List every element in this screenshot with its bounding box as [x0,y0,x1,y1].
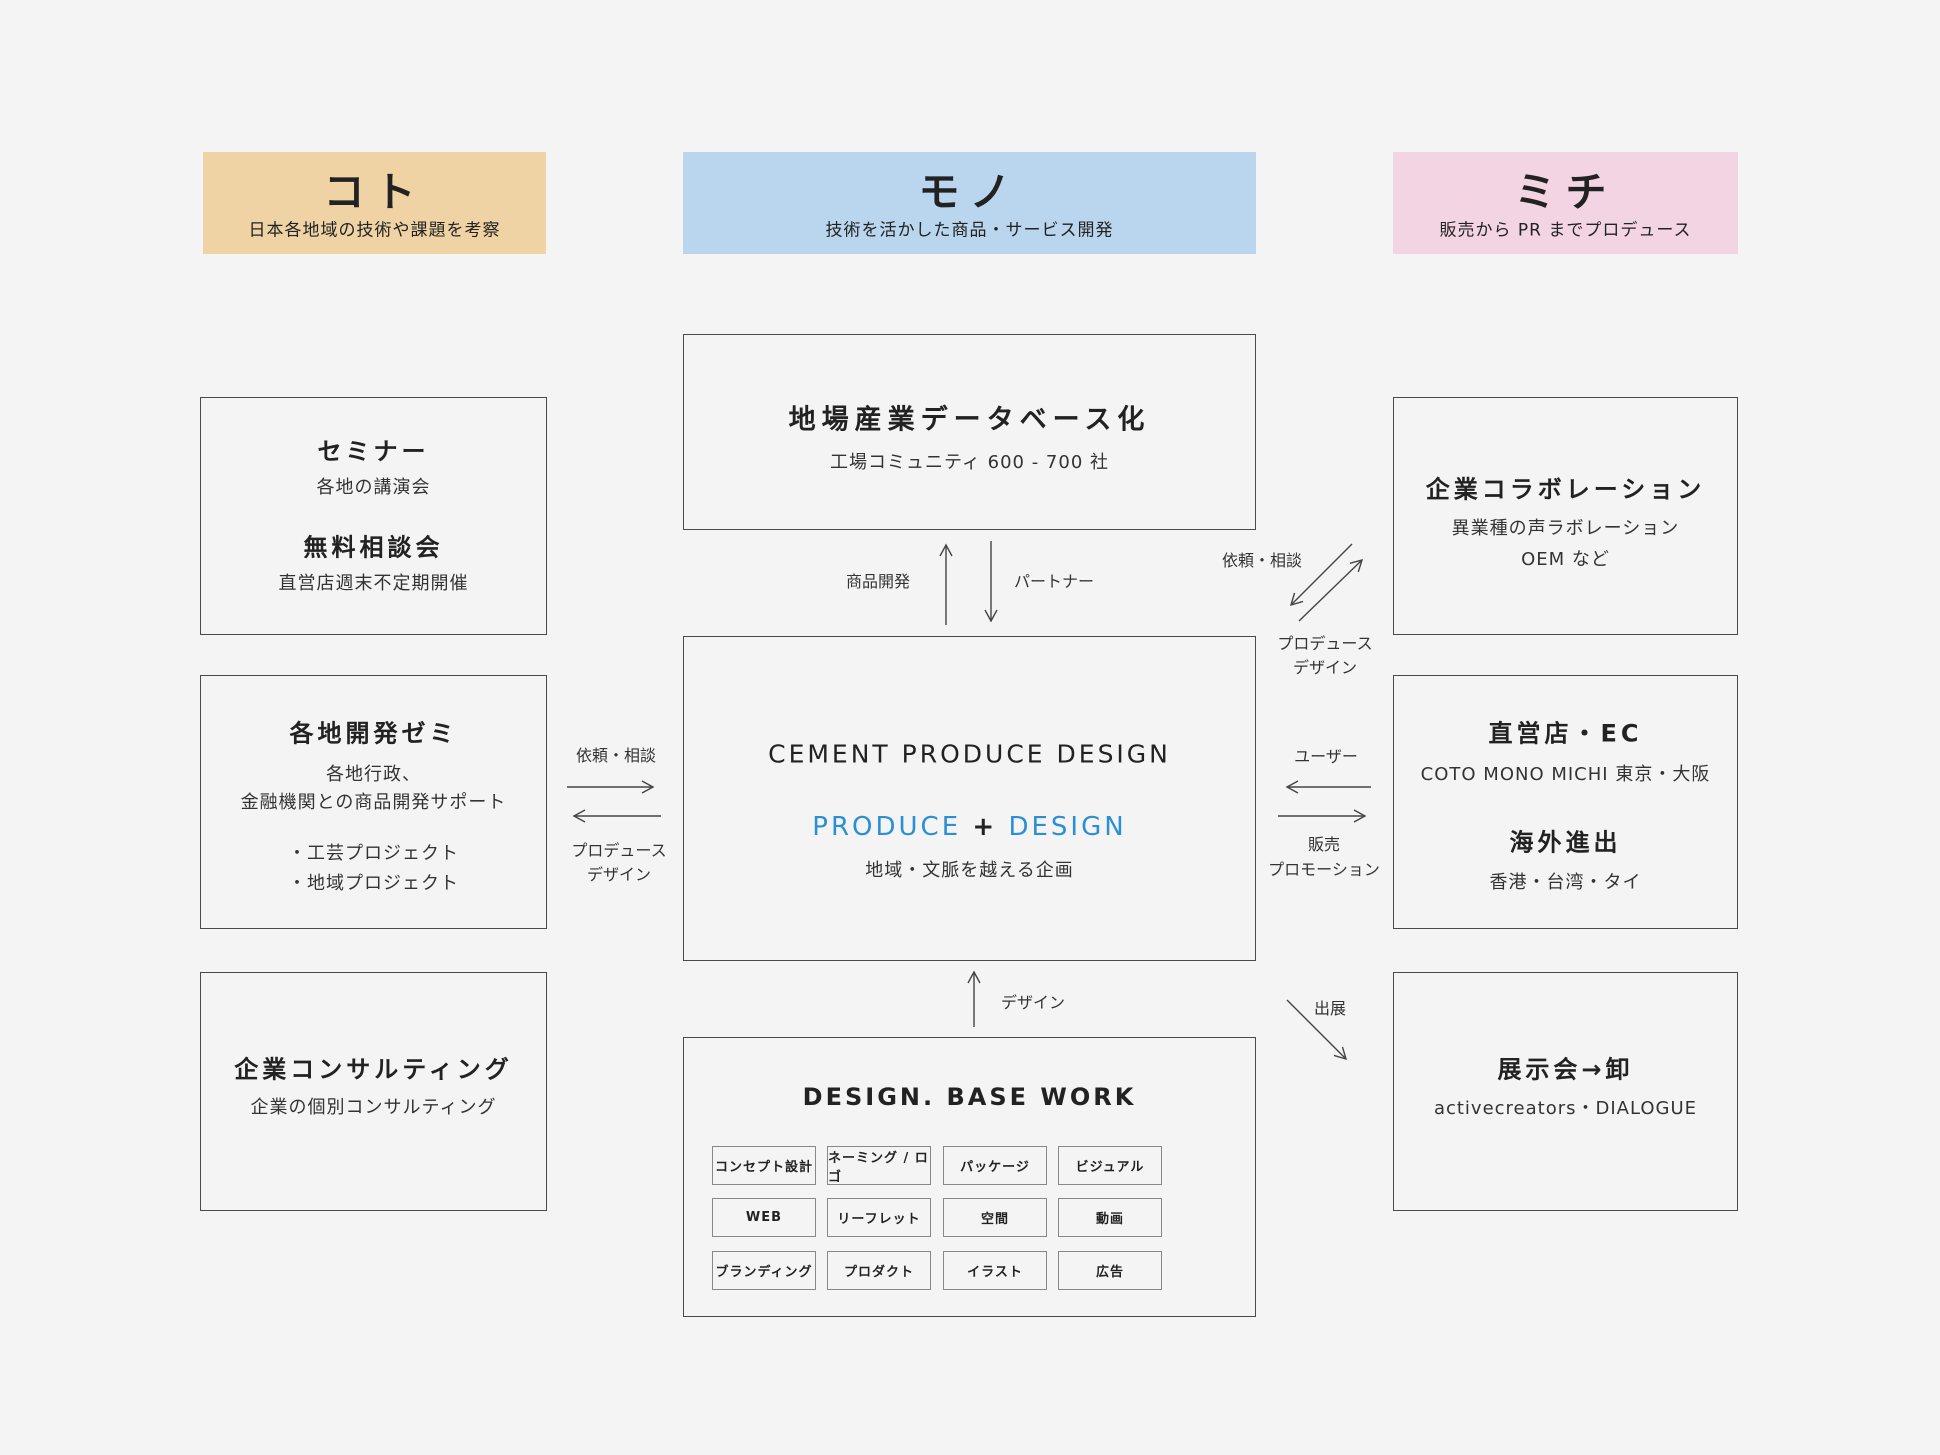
label-left-produce: プロデュース [571,841,667,860]
arrow-diag-exhibit [1286,999,1348,1061]
box-title: DESIGN. BASE WORK [802,1083,1137,1111]
header-title: ミチ [1514,168,1617,216]
collab-box: 企業コラボレーション 異業種の声ラボレーション OEM など [1393,397,1738,635]
produce-text: PRODUCE [812,812,962,842]
box-title: 企業コンサルティング [234,1055,513,1084]
label-right-design: デザイン [1292,658,1358,677]
box-subtitle: 直営店週末不定期開催 [278,573,469,594]
label-promotion: プロモーション [1268,860,1380,879]
header-title: コト [323,168,426,216]
box-subtitle: 香港・台湾・タイ [1489,872,1642,893]
box-title: 企業コラボレーション [1425,475,1706,504]
box-title: 地場産業データベース化 [788,404,1151,436]
box-subtitle: 異業種の声ラボレーション [1451,518,1680,539]
service-tile: ビジュアル [1058,1146,1162,1185]
box-subtitle: activecreators・DIALOGUE [1433,1098,1698,1119]
service-tile: WEB [712,1198,816,1237]
header-michi: ミチ 販売から PR までプロデュース [1393,152,1738,254]
produce-design-line: PRODUCE + DESIGN [684,812,1255,842]
box-subtitle: 工場コミュニティ 600 - 700 社 [829,452,1109,473]
header-subtitle: 技術を活かした商品・サービス開発 [825,220,1114,241]
service-tile: 空間 [943,1198,1047,1237]
label-user: ユーザー [1294,747,1358,766]
box-title: 無料相談会 [303,533,444,562]
box-subtitle: 各地の講演会 [316,477,431,498]
label-right-produce: プロデュース [1277,634,1373,653]
service-tile: 広告 [1058,1251,1162,1290]
seminar-box: セミナー 各地の講演会 無料相談会 直営店週末不定期開催 [200,397,547,635]
service-tile: ネーミング / ロゴ [827,1146,931,1185]
label-sales: 販売 [1307,835,1341,854]
box-title: 展示会→卸 [1497,1055,1634,1084]
service-tile: プロダクト [827,1251,931,1290]
service-tile: イラスト [943,1251,1047,1290]
exhibit-box: 展示会→卸 activecreators・DIALOGUE [1393,972,1738,1211]
header-title: モノ [918,168,1021,216]
label-right-request: 依頼・相談 [1221,551,1303,570]
box-list-item: ・工芸プロジェクト [288,843,459,864]
zemi-box: 各地開発ゼミ 各地行政、 金融機関との商品開発サポート ・工芸プロジェクト ・地… [200,675,547,929]
service-tile: コンセプト設計 [712,1146,816,1185]
store-box: 直営店・EC COTO MONO MICHI 東京・大阪 海外進出 香港・台湾・… [1393,675,1738,929]
box-subtitle: COTO MONO MICHI 東京・大阪 [1420,764,1711,785]
header-koto: コト 日本各地域の技術や課題を考察 [203,152,546,254]
database-box: 地場産業データベース化 工場コミュニティ 600 - 700 社 [683,334,1256,530]
service-tile: リーフレット [827,1198,931,1237]
service-tile: 動画 [1058,1198,1162,1237]
box-title: 海外進出 [1509,828,1622,857]
design-base-box: DESIGN. BASE WORK [683,1037,1256,1317]
plus-text: + [972,812,998,842]
cement-title: CEMENT PRODUCE DESIGN [768,739,1171,769]
cement-box: CEMENT PRODUCE DESIGN PRODUCE + DESIGN 地… [683,636,1256,961]
box-subtitle: 企業の個別コンサルティング [250,1097,497,1118]
label-product-dev: 商品開発 [845,572,911,591]
box-subtitle: 地域・文脈を越える企画 [865,860,1074,881]
service-tile: ブランディング [712,1251,816,1290]
header-subtitle: 販売から PR までプロデュース [1439,220,1692,241]
box-title: セミナー [317,437,430,466]
label-left-design: デザイン [586,865,652,884]
box-list-item: ・地域プロジェクト [288,873,459,894]
header-mono: モノ 技術を活かした商品・サービス開発 [683,152,1256,254]
design-text: DESIGN [1008,812,1127,842]
box-title: 各地開発ゼミ [289,719,458,748]
box-text: 金融機関との商品開発サポート [240,792,507,813]
label-exhibit: 出展 [1313,999,1347,1018]
arrow-diag-request [1289,543,1353,607]
arrow-diag-produce [1298,558,1364,622]
box-text: 各地行政、 [326,764,421,785]
label-left-request: 依頼・相談 [575,746,657,765]
box-subtitle: OEM など [1521,549,1610,570]
box-title: 直営店・EC [1488,719,1643,748]
label-design-up: デザイン [1000,993,1066,1012]
service-tile: パッケージ [943,1146,1047,1185]
consulting-box: 企業コンサルティング 企業の個別コンサルティング [200,972,547,1211]
label-partner: パートナー [1013,572,1095,591]
header-subtitle: 日本各地域の技術や課題を考察 [248,220,501,241]
